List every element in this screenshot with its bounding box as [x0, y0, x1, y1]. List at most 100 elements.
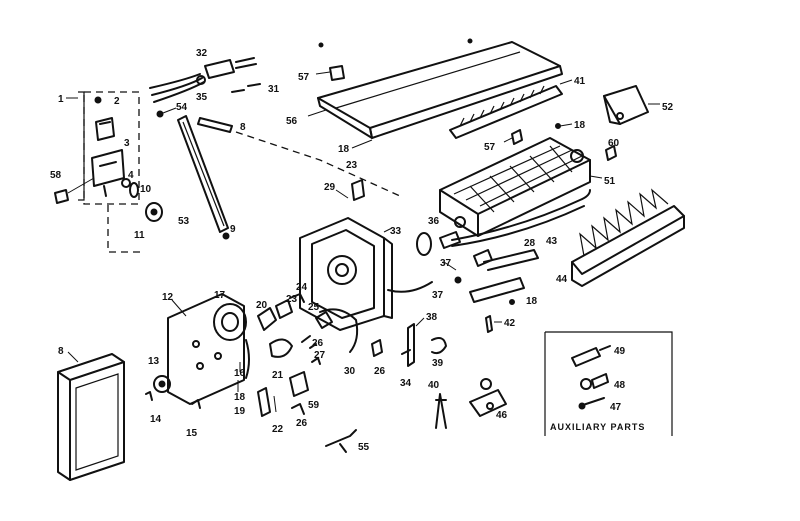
callout-33: 33: [390, 226, 402, 237]
callout-44: 44: [556, 274, 568, 285]
knob-13: [153, 375, 171, 393]
wire-55: [325, 429, 357, 453]
plug-42: [485, 315, 493, 333]
callout-39: 39: [432, 358, 444, 369]
callout-8-cover: 8: [58, 346, 64, 357]
callout-1: 1: [58, 94, 64, 105]
callout-18-control: 18: [234, 392, 246, 403]
callout-24: 24: [296, 282, 308, 293]
spring-10: [129, 182, 139, 198]
clip-27: [311, 357, 321, 365]
front-cover-8: [57, 351, 201, 481]
screw-15: [191, 399, 201, 409]
switch-20: [257, 307, 277, 331]
callout-3: 3: [124, 138, 130, 149]
callout-57-mold: 57: [484, 142, 496, 153]
callout-59: 59: [308, 400, 320, 411]
callout-2: 2: [114, 96, 120, 107]
callout-40: 40: [428, 380, 440, 391]
callout-36: 36: [428, 216, 440, 227]
control-parts: [167, 293, 359, 417]
callout-14: 14: [150, 414, 162, 425]
lever-21: [269, 338, 293, 358]
callout-17: 17: [214, 290, 226, 301]
screw-9: [222, 232, 230, 240]
callout-37-bottom: 37: [432, 290, 444, 301]
aux-part-48: [580, 378, 592, 390]
callout-12: 12: [162, 292, 174, 303]
callout-49: 49: [614, 346, 626, 357]
callout-19: 19: [234, 406, 246, 417]
callout-51: 51: [604, 176, 616, 187]
part-60: [605, 145, 617, 161]
callout-22: 22: [272, 424, 284, 435]
auxiliary-parts-box: [544, 331, 673, 436]
drive-gear: [327, 255, 357, 285]
mounting-plate: [91, 149, 125, 197]
callout-9: 9: [230, 224, 236, 235]
callout-34: 34: [400, 378, 412, 389]
callout-26-control: 26: [312, 338, 324, 349]
screw-2: [94, 96, 102, 104]
callout-26-right: 26: [374, 366, 386, 377]
callout-21: 21: [272, 370, 284, 381]
callout-18-tube: 18: [526, 296, 538, 307]
callout-10: 10: [140, 184, 152, 195]
callout-56: 56: [286, 116, 298, 127]
callout-13: 13: [148, 356, 160, 367]
aux-part-49: [571, 347, 601, 367]
clip-57-top: [329, 65, 345, 81]
ice-mold-51: [439, 123, 603, 237]
motor-17: [213, 303, 247, 341]
callout-27: 27: [314, 350, 326, 361]
mold-cap: [570, 149, 584, 163]
callout-41: 41: [574, 76, 586, 87]
callout-47: 47: [610, 402, 622, 413]
cover-56: [307, 38, 563, 149]
bracket-8: [197, 117, 233, 133]
screw-14: [145, 391, 153, 401]
callout-8-top: 8: [240, 122, 246, 133]
callout-4: 4: [128, 170, 134, 181]
tube-28: [483, 249, 539, 271]
wire-harness: [149, 57, 261, 118]
auxiliary-parts-title: AUXILIARY PARTS: [550, 422, 645, 432]
callout-55: 55: [358, 442, 370, 453]
callout-52: 52: [662, 102, 674, 113]
gear-11: [145, 202, 163, 222]
callout-57-top: 57: [298, 72, 310, 83]
assembly-dashed-leader: [107, 205, 140, 253]
callout-32: 32: [196, 48, 208, 59]
fill-tube-assembly: [443, 249, 539, 333]
terminal-31: [231, 83, 261, 93]
callout-43: 43: [546, 236, 558, 247]
callout-26-lower: 26: [296, 418, 308, 429]
mold-heater-housing-33: [299, 179, 433, 331]
callout-labels: 1 2 3 4 58 10 11 32 35 31 54 8 53 9 57 5…: [50, 48, 674, 453]
spring-24: [289, 293, 305, 303]
small-parts-lower: [325, 317, 507, 453]
callout-48: 48: [614, 380, 626, 391]
part-58: [54, 189, 69, 204]
screw-54: [156, 110, 164, 118]
callout-31: 31: [268, 84, 280, 95]
callout-58: 58: [50, 170, 62, 181]
callout-46: 46: [496, 410, 508, 421]
fill-cup-36: [416, 232, 432, 256]
callout-23-control: 23: [286, 294, 298, 305]
callout-42: 42: [504, 318, 516, 329]
pin-26: [301, 335, 317, 349]
stripper-41: [449, 79, 573, 139]
shutoff-arm-53: [177, 115, 401, 240]
screw-18-mold: [555, 123, 561, 129]
ice-rack-44: [571, 188, 685, 287]
callout-18-cover: 18: [338, 144, 350, 155]
grommet-35: [196, 75, 206, 85]
spring-39: [431, 337, 447, 355]
callout-30: 30: [344, 366, 356, 377]
callout-25: 25: [308, 302, 320, 313]
washer-4: [121, 178, 131, 188]
dashed-guide-top: [235, 131, 401, 197]
